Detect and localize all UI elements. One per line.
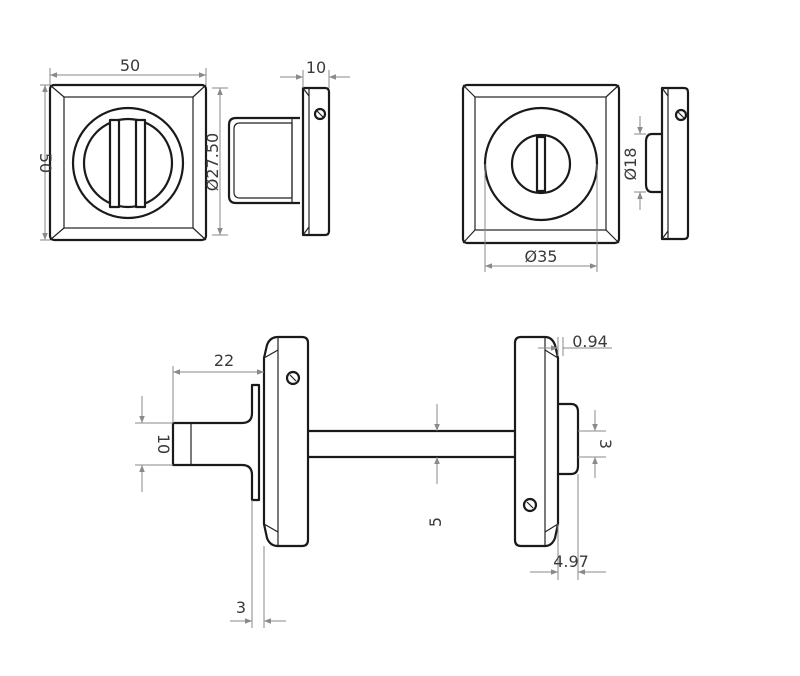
- dim-bottom-spindle-length: 22: [172, 351, 264, 423]
- bottom-thumb-turn: [171, 383, 261, 502]
- top-right-rose-side-view: [644, 86, 690, 241]
- dim-label-spindle-length: 22: [214, 351, 234, 370]
- dim-top-left-turn-diameter: Ø27.50: [203, 87, 228, 236]
- dim-label-base-thickness: 3: [236, 598, 246, 617]
- top-right-rose-front-view: [461, 83, 621, 245]
- dim-bottom-right-offset: 0.94: [538, 332, 612, 356]
- dim-top-left-width: 50: [49, 56, 207, 85]
- dim-label-rose-diameter: Ø35: [525, 247, 558, 266]
- dim-top-left-height: 50: [36, 84, 55, 241]
- dim-label-right-depth: 4.97: [553, 552, 589, 571]
- dim-label-indicator-diameter: Ø18: [621, 148, 640, 181]
- dim-label-release-thickness: 3: [596, 439, 615, 449]
- dim-label-turn-thickness: 10: [154, 434, 173, 454]
- bottom-right-rose-plate: [513, 335, 580, 548]
- dim-bottom-release-thickness: 3: [578, 410, 615, 478]
- dim-label-right-offset: 0.94: [572, 332, 608, 351]
- dim-label-width: 50: [120, 56, 140, 75]
- bottom-left-rose-plate: [262, 335, 310, 548]
- top-left-rose-front-view: [48, 83, 208, 242]
- dim-bottom-spindle-width: 5: [426, 404, 445, 527]
- dim-label-turn-diameter: Ø27.50: [203, 133, 222, 191]
- dim-label-height: 50: [36, 153, 55, 173]
- dim-bottom-turn-thickness: 10: [135, 396, 173, 492]
- dim-label-depth: 10: [306, 58, 326, 77]
- dim-label-spindle-width: 5: [426, 517, 445, 527]
- dim-top-right-indicator-diameter: Ø18: [621, 116, 646, 210]
- dim-top-left-depth: 10: [280, 58, 350, 88]
- dim-top-right-rose-diameter: Ø35: [484, 164, 598, 272]
- top-left-rose-side-view: [227, 86, 331, 237]
- dim-bottom-right-depth: 4.97: [530, 474, 606, 580]
- dim-bottom-base-thickness: 3: [230, 500, 286, 628]
- bottom-spindle: [308, 429, 515, 459]
